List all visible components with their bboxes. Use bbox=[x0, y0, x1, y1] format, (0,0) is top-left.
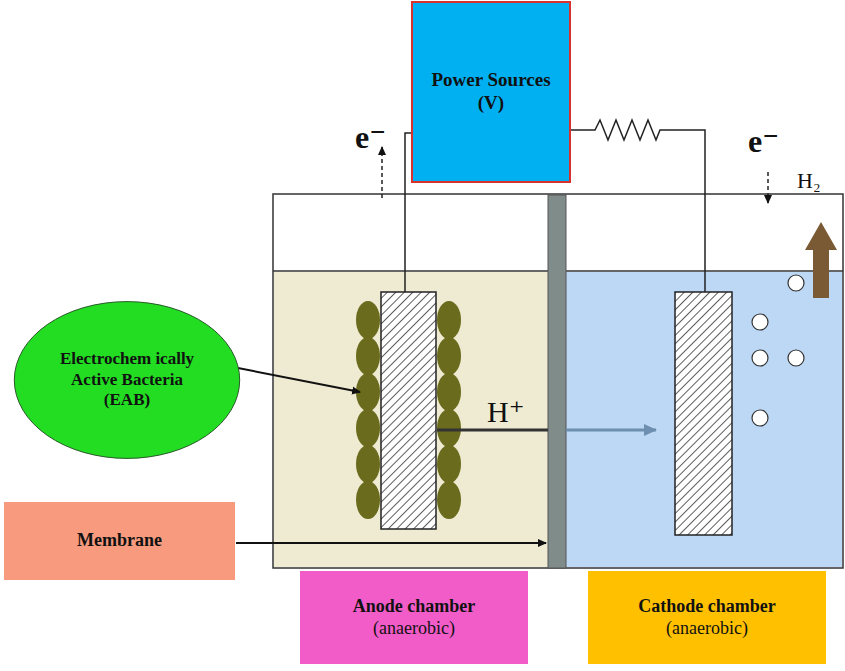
proton-arrow bbox=[566, 429, 656, 432]
hydrogen-arrow bbox=[805, 222, 837, 298]
cathode-label: (anaerobic) bbox=[666, 618, 748, 640]
bacteria-label: Electrochem ically Active Bacteria (EAB) bbox=[46, 349, 208, 410]
leader-arrow bbox=[238, 368, 360, 392]
leader-arrow bbox=[236, 542, 546, 544]
anode-electrode bbox=[381, 292, 436, 529]
bubbles bbox=[752, 275, 804, 426]
anode-label-box: Anode chamber(anaerobic) bbox=[300, 571, 528, 664]
cathode-label: Cathode chamber bbox=[638, 596, 776, 618]
electron-label: e⁻ bbox=[748, 122, 779, 160]
electron-label: e⁻ bbox=[355, 118, 386, 156]
power-source-label: Power Sources (V) bbox=[423, 69, 559, 115]
hydrogen-label: H₂ bbox=[797, 168, 821, 194]
anode-label: (anaerobic) bbox=[373, 618, 455, 640]
membrane-box: Membrane bbox=[4, 502, 235, 580]
proton-label: H⁺ bbox=[487, 394, 525, 429]
tank bbox=[273, 194, 843, 568]
membrane-label: Membrane bbox=[77, 530, 162, 552]
anode-label: Anode chamber bbox=[353, 596, 476, 618]
bacteria-ellipse: Electrochem ically Active Bacteria (EAB) bbox=[12, 300, 242, 460]
cathode-electrode bbox=[675, 292, 732, 535]
membrane-wall bbox=[548, 195, 566, 568]
anode-liquid bbox=[274, 272, 548, 567]
cathode-label-box: Cathode chamber(anaerobic) bbox=[588, 571, 826, 664]
power-source-box: Power Sources (V) bbox=[411, 1, 571, 183]
electron-arrow bbox=[767, 172, 769, 203]
cathode-liquid bbox=[566, 272, 842, 567]
proton-arrow bbox=[437, 429, 548, 432]
resistor-wire bbox=[571, 120, 705, 292]
